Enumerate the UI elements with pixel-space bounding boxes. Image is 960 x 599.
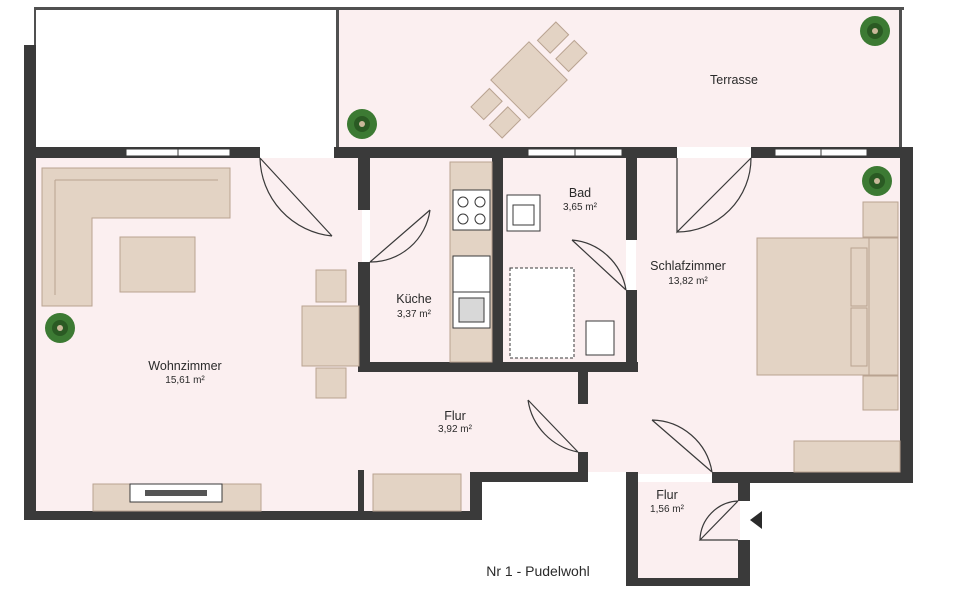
sofa <box>41 167 231 307</box>
wall-bedroom-bottom <box>712 472 913 483</box>
hallway-floor <box>362 372 582 472</box>
nightstand-top <box>862 201 899 238</box>
terrace-chair-2 <box>555 39 588 73</box>
windows <box>125 148 868 157</box>
wall-entry-right <box>738 483 750 501</box>
wall-hall-right-low <box>578 452 588 482</box>
entrance-arrow-icon <box>750 511 762 529</box>
wall-terrace-right <box>899 7 902 147</box>
dining-chair-bottom <box>315 367 347 399</box>
terrace-table <box>490 41 568 119</box>
wall-left-outer <box>24 45 36 518</box>
door-swings <box>259 157 752 541</box>
wall-living-kitchen-base <box>358 470 364 511</box>
wardrobe <box>793 440 901 473</box>
wall-terrace-top <box>34 7 904 10</box>
washbasin-bowl <box>512 204 535 226</box>
room-flur-area: 3,92 m² <box>438 424 473 435</box>
tv-screen <box>145 490 207 496</box>
wall-right-outer <box>900 147 913 483</box>
wall-kitchen-bath <box>492 158 503 362</box>
terrace-chair-3 <box>470 87 503 121</box>
potted-plant-icon <box>862 166 892 196</box>
plan-title: Nr 1 - Pudelwohl <box>486 563 590 579</box>
burner-4 <box>474 213 486 225</box>
room-kueche-area: 3,37 m² <box>397 309 432 320</box>
wall-bottom-hall <box>362 511 472 520</box>
wall-bottom-living <box>24 511 362 520</box>
wall-hall-stub <box>470 472 482 520</box>
door-entry-inner <box>651 419 713 473</box>
hall-cabinet <box>372 473 462 512</box>
walls <box>24 7 913 586</box>
room-flur-name: Flur <box>444 409 466 423</box>
wall-entry-right-low <box>738 540 750 586</box>
plants <box>45 16 892 343</box>
wall-bath-bedroom <box>626 158 637 240</box>
door-bedroom-terrace <box>676 157 752 234</box>
stove <box>452 189 491 231</box>
room-bad-name: Bad <box>569 186 591 200</box>
dining-table <box>301 305 360 367</box>
furniture <box>41 21 901 512</box>
room-terrasse-name: Terrasse <box>710 73 758 87</box>
dining-chair-top <box>315 269 347 303</box>
door-kitchen <box>369 209 431 263</box>
terrace-floor <box>338 10 900 147</box>
potted-plant-icon <box>860 16 890 46</box>
bed-pillow-1 <box>850 247 868 307</box>
room-schlafzimmer-name: Schlafzimmer <box>650 259 726 273</box>
door-bath <box>571 239 627 291</box>
headboard <box>868 237 899 376</box>
door-hall <box>527 399 579 453</box>
wall-entry-bottom <box>626 578 750 586</box>
terrace-chair-1 <box>536 21 570 54</box>
wall-hall-bottom <box>470 472 582 482</box>
bed <box>756 237 870 376</box>
coffee-table <box>119 236 196 293</box>
bed-pillow-2 <box>850 307 868 367</box>
wall-bath-bedroom-low <box>626 290 637 372</box>
room-wohnzimmer-name: Wohnzimmer <box>148 359 221 373</box>
hallway2-floor <box>582 362 636 472</box>
nightstand-bottom <box>862 375 899 411</box>
room-bad-area: 3,65 m² <box>563 202 598 213</box>
potted-plant-icon <box>45 313 75 343</box>
terrace-table-set <box>470 21 588 139</box>
shower <box>509 267 575 359</box>
wall-living-kitchen-low <box>358 262 370 372</box>
burner-1 <box>457 196 469 208</box>
burner-2 <box>474 196 486 208</box>
wall-kitchen-bottom <box>358 362 638 372</box>
door-living-terrace <box>259 157 333 237</box>
wall-hall-right <box>578 372 588 404</box>
terrace-left-area <box>35 10 338 147</box>
entry-hall-floor <box>636 482 740 578</box>
potted-plant-icon <box>347 109 377 139</box>
wall-top-2 <box>334 147 677 158</box>
wall-terrace-divider <box>336 7 339 147</box>
toilet <box>585 320 615 356</box>
door-entry-outer <box>698 500 739 541</box>
wall-terrace-left <box>34 7 36 45</box>
room-flur2-name: Flur <box>656 488 678 502</box>
terrace-chair-4 <box>488 106 522 139</box>
room-wohnzimmer-area: 15,61 m² <box>165 375 205 386</box>
kitchen-sink-basin <box>458 297 485 323</box>
wall-entry-left <box>626 472 638 584</box>
wall-living-kitchen <box>358 158 370 210</box>
room-kueche-name: Küche <box>396 292 431 306</box>
room-schlafzimmer-area: 13,82 m² <box>668 276 708 287</box>
burner-3 <box>457 213 469 225</box>
fridge <box>452 255 491 293</box>
room-flur2-area: 1,56 m² <box>650 504 685 515</box>
